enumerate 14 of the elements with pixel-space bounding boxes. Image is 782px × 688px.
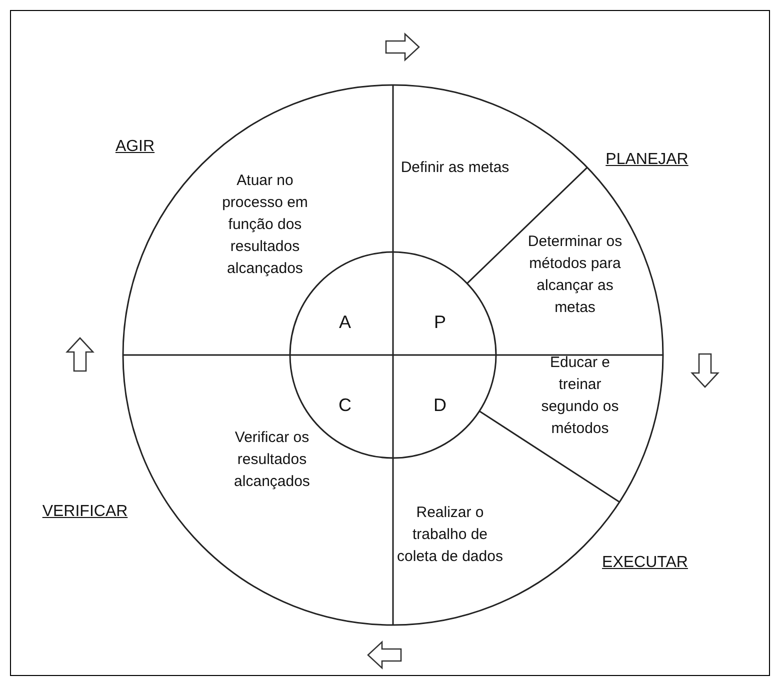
- sector-text: Definir as metas: [400, 157, 510, 179]
- sector-text: Atuar no processo em função dos resultados alcançados: [205, 170, 325, 280]
- quadrant-letter: P: [425, 311, 455, 333]
- quadrant-letter: C: [330, 394, 360, 416]
- phase-heading: EXECUTAR: [602, 554, 688, 572]
- phase-heading: VERIFICAR: [42, 503, 128, 521]
- sector-text: Verificar os resultados alcançados: [212, 427, 332, 493]
- phase-heading: AGIR: [115, 138, 155, 156]
- quadrant-letter: A: [330, 311, 360, 333]
- phase-heading: PLANEJAR: [606, 151, 688, 169]
- sector-text: Determinar os métodos para alcançar as metas: [518, 231, 632, 319]
- sector-text: Educar e treinar segundo os métodos: [530, 352, 630, 440]
- sector-text: Realizar o trabalho de coleta de dados: [395, 502, 505, 568]
- quadrant-letter: D: [425, 394, 455, 416]
